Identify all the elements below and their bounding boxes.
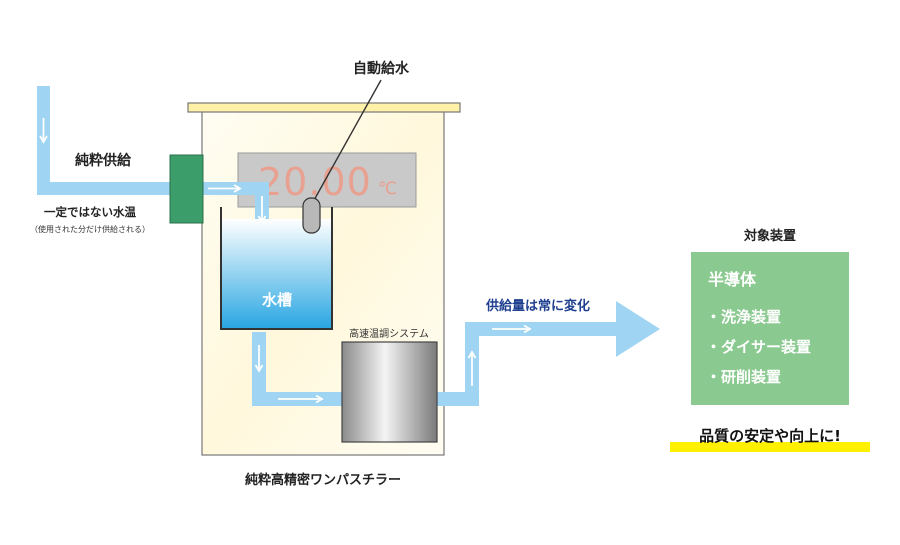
flow-arrow-down-icon — [254, 345, 264, 373]
temperature-unit: ℃ — [378, 179, 397, 199]
flow-arrows — [39, 118, 532, 404]
unstable-temp-note: （使用された分だけ供給される） — [30, 224, 150, 234]
tank-water — [221, 219, 332, 329]
tank-walls — [220, 207, 333, 330]
inlet-pipe-horizontal — [37, 182, 269, 195]
target-item: ・洗浄装置 — [706, 308, 781, 326]
unstable-temp-label: 一定ではない水温 — [44, 205, 136, 219]
fast-control-unit — [341, 341, 438, 443]
fast-control-label: 高速温調システム — [349, 327, 429, 340]
temperature-value: 20.00 — [258, 160, 372, 204]
auto-water-label: 自動給水 — [353, 60, 410, 77]
flow-arrow-right-icon — [208, 184, 242, 193]
target-item: ・研削装置 — [706, 368, 781, 386]
level-sensor — [302, 197, 321, 234]
auto-water-pointer-line — [312, 79, 382, 203]
flow-arrow-down-icon — [39, 118, 48, 144]
chiller-cabinet-lid — [187, 102, 461, 113]
flow-arrow-up-icon — [467, 350, 477, 386]
quality-highlight-bar — [670, 442, 870, 452]
quality-label: 品質の安定や向上に! — [699, 427, 841, 445]
flow-arrow-right-icon — [278, 394, 324, 404]
supply-arrow-head — [616, 301, 660, 357]
water-tank: 水槽 — [220, 207, 333, 330]
outlet-pipe-to-arrow — [465, 322, 619, 336]
flow-arrow-right-icon — [492, 324, 532, 334]
target-item: ・ダイサー装置 — [706, 338, 811, 356]
target-device-label: 対象装置 — [743, 228, 796, 244]
target-category: 半導体 — [708, 270, 757, 289]
tank-label: 水槽 — [262, 291, 292, 309]
supply-varies-label: 供給量は常に変化 — [485, 298, 590, 314]
pure-supply-label: 純粋供給 — [75, 152, 132, 169]
target-device-box — [691, 252, 849, 405]
valve-block — [169, 154, 204, 224]
chiller-name-label: 純粋高精密ワンパスチラー — [245, 472, 401, 488]
